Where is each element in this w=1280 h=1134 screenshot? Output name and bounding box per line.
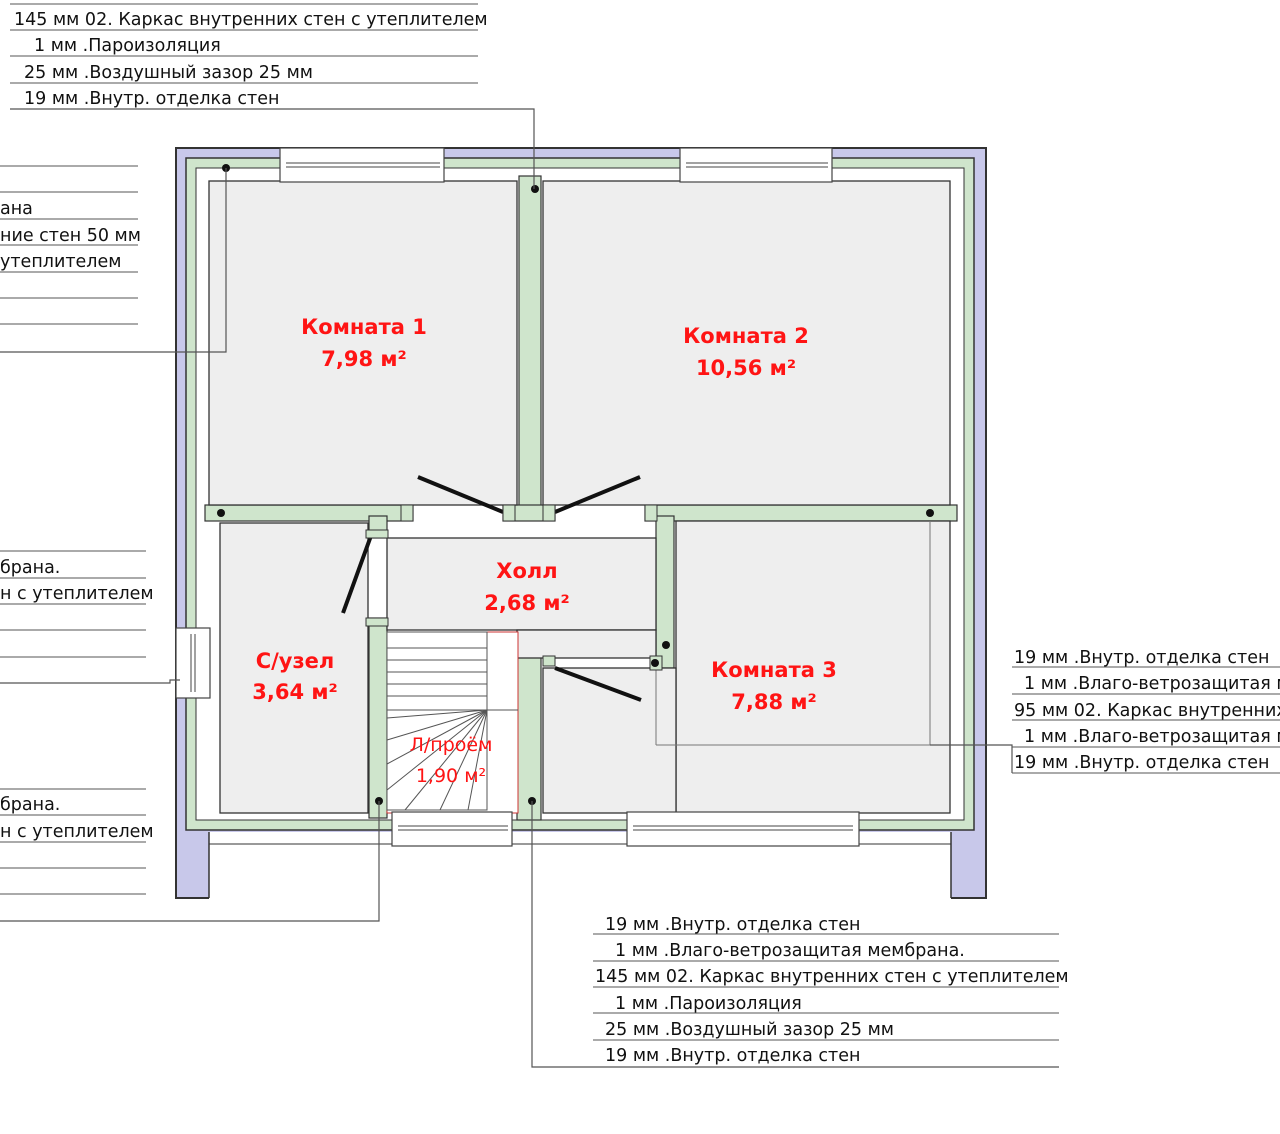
room-3-floor [675,520,951,814]
stair-opening-name: Л/проём [410,734,493,756]
legend-bottom: 19 мм .Внутр. отделка стен 1 мм .Влаго-в… [593,915,1069,1066]
legend-left-middle-row-2: н с утеплителем [0,584,154,604]
legend-right-row-4: 1 мм .Влаго-ветрозащитая м [1024,727,1280,747]
legend-top-row-1: 145 мм 02. Каркас внутренних стен с утеп… [14,10,488,30]
legend-right-row-1: 19 мм .Внутр. отделка стен [1014,648,1269,668]
legend-left-lower-row-1: брана. [0,795,60,815]
door-jambs [365,504,663,671]
room-3-area: 7,88 м² [731,690,817,714]
legend-top-row-2: 1 мм .Пароизоляция [34,36,221,56]
window-glazing [190,162,853,831]
legend-bottom-row-2: 1 мм .Влаго-ветрозащитая мембрана. [615,941,965,961]
legend-bottom-row-5: 25 мм .Воздушный зазор 25 мм [605,1020,894,1040]
legend-left-middle-row-1: брана. [0,558,60,578]
legend-top-row-3: 25 мм .Воздушный зазор 25 мм [24,63,313,83]
bathroom-floor [219,522,369,814]
legend-left-upper: ана ние стен 50 мм утеплителем [0,165,141,325]
hall-floor-extension [516,629,657,659]
leader-lines [0,108,1059,1068]
room-1-floor [208,180,518,506]
legend-left-upper-row-3: ана [0,199,33,219]
door-leaves [341,475,642,702]
bathroom-area: 3,64 м² [252,680,338,704]
legend-right-row-2: 1 мм .Влаго-ветрозащитая м [1024,674,1280,694]
room-1-name: Комната 1 [301,315,427,339]
legend-left-middle: брана. н с утеплителем [0,550,154,658]
legend-bottom-row-4: 1 мм .Пароизоляция [615,994,802,1014]
hall-area: 2,68 м² [484,591,570,615]
legend-right-row-3: 95 мм 02. Каркас внутренних [1014,701,1280,721]
room-labels: Комната 1 7,98 м² Комната 2 10,56 м² Ком… [252,315,837,787]
legend-top: 145 мм 02. Каркас внутренних стен с утеп… [10,3,488,109]
legend-bottom-row-1: 19 мм .Внутр. отделка стен [605,915,860,935]
room-3-name: Комната 3 [711,658,837,682]
legend-left-upper-row-4: ние стен 50 мм [0,226,141,246]
legend-bottom-row-6: 19 мм .Внутр. отделка стен [605,1046,860,1066]
legend-left-upper-row-5: утеплителем [0,252,121,272]
legend-right: 19 мм .Внутр. отделка стен 1 мм .Влаго-в… [1012,648,1280,774]
interior-walls [204,175,958,821]
legend-left-lower: брана. н с утеплителем [0,788,154,895]
stair-opening-area: 1,90 м² [416,765,486,787]
leader-dots [217,164,934,805]
room-1-area: 7,98 м² [321,347,407,371]
legend-bottom-row-3: 145 мм 02. Каркас внутренних стен с утеп… [595,967,1069,987]
hall-floor [386,537,657,631]
stair-steps [386,647,518,811]
room-2-name: Комната 2 [683,324,809,348]
bathroom-name: С/узел [256,649,335,673]
room-3-annex [542,667,677,814]
legend-right-row-5: 19 мм .Внутр. отделка стен [1014,753,1269,773]
room-2-area: 10,56 м² [696,356,796,380]
room-2-floor [542,180,951,506]
legend-top-row-4: 19 мм .Внутр. отделка стен [24,89,279,109]
hall-name: Холл [496,559,557,583]
legend-left-lower-row-2: н с утеплителем [0,822,154,842]
windows [175,147,860,847]
